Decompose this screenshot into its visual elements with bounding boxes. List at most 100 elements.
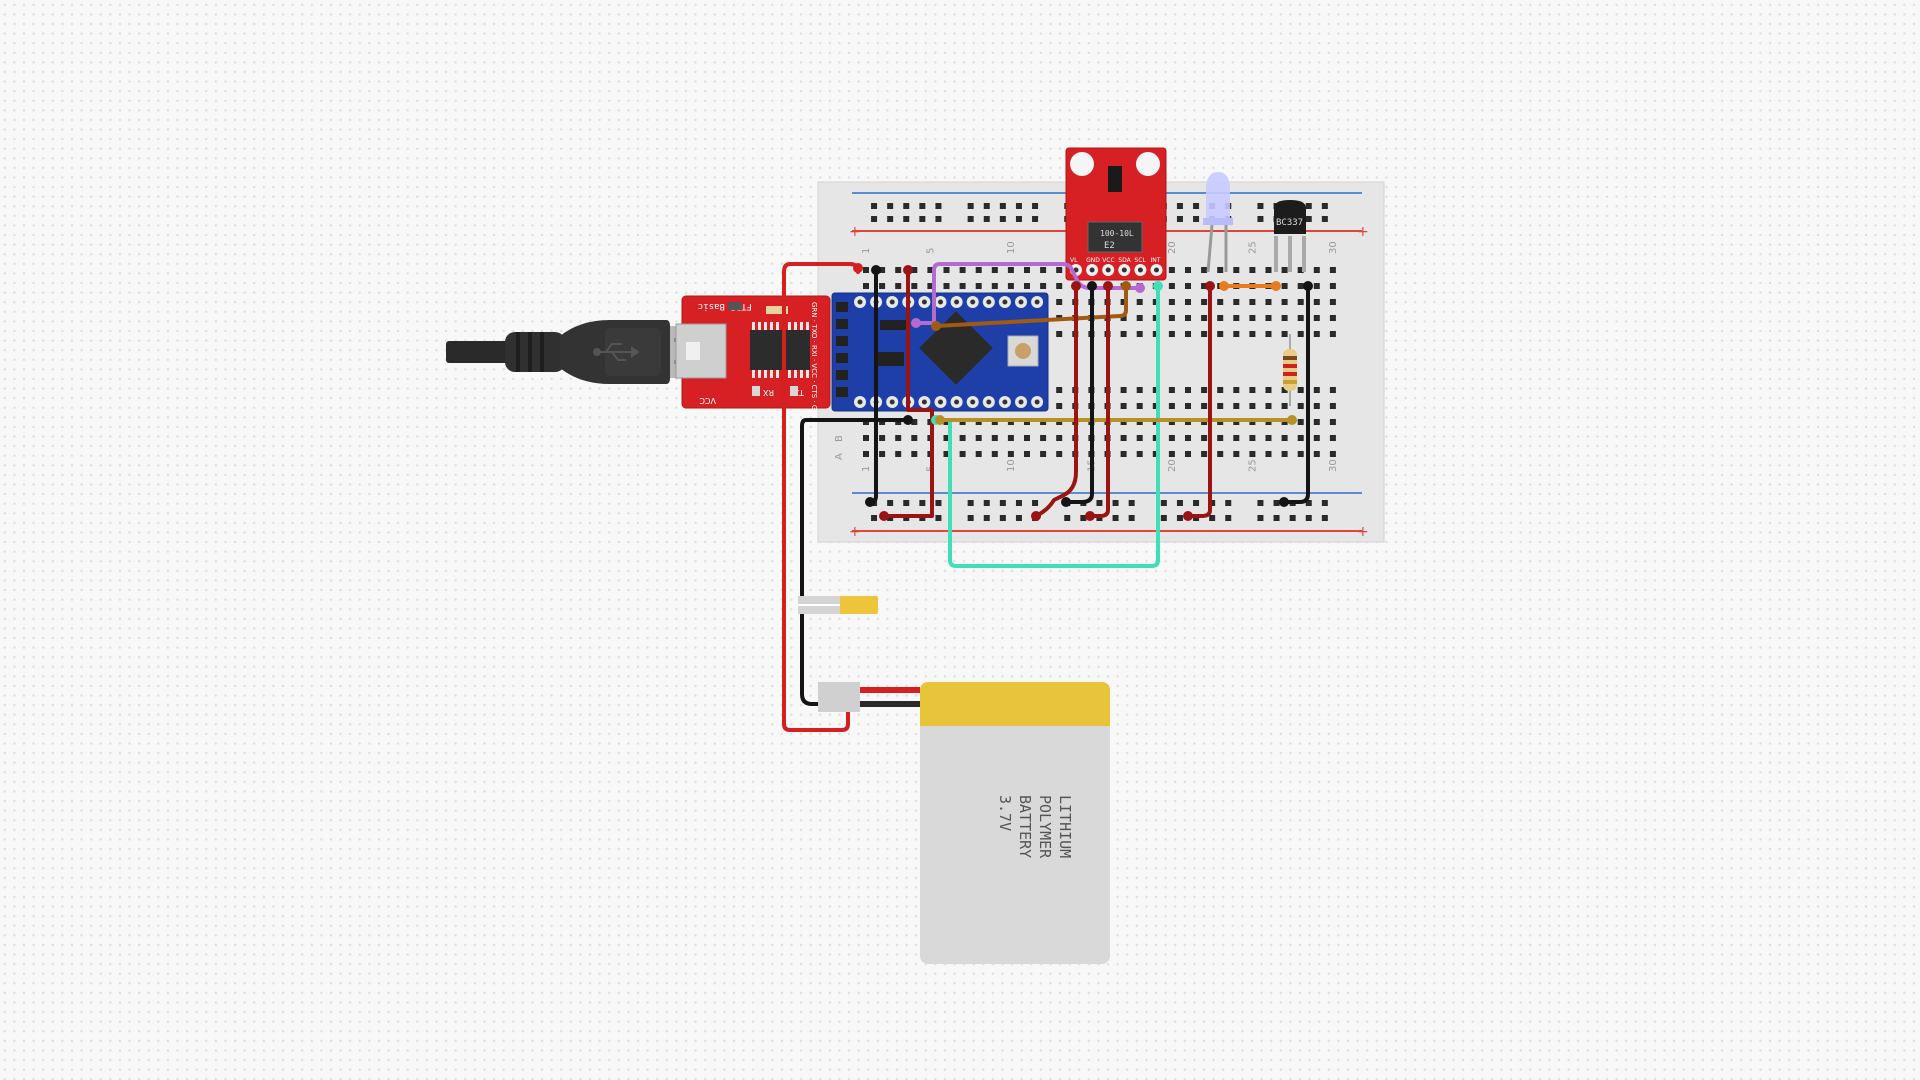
hole: [1329, 451, 1336, 457]
hole: [1233, 267, 1240, 273]
column-number: 1: [861, 248, 872, 254]
hole: [1201, 403, 1208, 409]
hole: [1297, 403, 1304, 409]
resistor[interactable]: [1283, 334, 1297, 406]
hole: [1168, 315, 1175, 321]
hole: [1225, 500, 1232, 506]
chip-pin: [764, 370, 767, 378]
ftdi-label-rx: RX: [762, 388, 774, 397]
hole: [1225, 515, 1232, 521]
wire-endpoint: [879, 511, 889, 521]
rail-plus-label: +: [1357, 224, 1369, 240]
hole: [1329, 267, 1336, 273]
header-pin: [836, 319, 848, 329]
wire-dark-red[interactable]: [1034, 284, 1078, 518]
hole: [1281, 331, 1288, 337]
hole: [1185, 283, 1191, 289]
ftdi-basic-board[interactable]: FTDI Basic VCC RX TX GRN · TXO · RXI · V…: [675, 295, 831, 441]
pin-hole: [857, 299, 863, 305]
hole: [1201, 331, 1208, 337]
sensor-pin-hole: [1154, 267, 1159, 273]
hole: [1329, 403, 1336, 409]
hole: [1329, 283, 1336, 289]
hole: [967, 203, 974, 209]
hole: [1024, 435, 1030, 441]
hole: [1249, 315, 1256, 321]
wire-endpoint: [1205, 281, 1215, 291]
hole: [887, 500, 894, 506]
usb-cable[interactable]: [446, 320, 690, 384]
hole: [1329, 419, 1336, 425]
hole: [1201, 315, 1208, 321]
slide-switch[interactable]: [798, 596, 878, 614]
wire-dark-red[interactable]: [882, 268, 934, 518]
hole: [1112, 500, 1119, 506]
hole: [879, 435, 886, 441]
wire-teal[interactable]: [934, 284, 1160, 568]
hole: [1056, 451, 1063, 457]
wire-endpoint: [1121, 281, 1131, 291]
hole: [1168, 451, 1175, 457]
wire-endpoint: [1279, 497, 1289, 507]
wire-dark-red[interactable]: [1186, 284, 1212, 518]
wire-dark-red[interactable]: [1088, 284, 1110, 518]
wire-endpoint: [903, 265, 913, 275]
row-letter-a: A: [834, 453, 845, 460]
usb-strain-relief: [505, 332, 565, 372]
hole: [1040, 451, 1047, 457]
hole: [1176, 203, 1183, 209]
hole: [1128, 500, 1135, 506]
arduino-pro-mini[interactable]: [831, 292, 1049, 412]
wire-black[interactable]: [1282, 284, 1310, 504]
column-number: 25: [1247, 459, 1258, 472]
hole: [1273, 515, 1280, 521]
hole: [911, 451, 918, 457]
hole: [1281, 451, 1288, 457]
hole: [1217, 331, 1224, 337]
wire-black[interactable]: [800, 418, 910, 706]
wire-endpoint: [1183, 511, 1193, 521]
hole: [863, 283, 869, 289]
wire-endpoint: [911, 318, 921, 328]
hole: [1297, 283, 1304, 289]
hole: [1209, 515, 1216, 521]
hole: [1176, 500, 1183, 506]
hole: [1313, 435, 1320, 441]
hole: [863, 267, 869, 273]
hole: [1265, 315, 1272, 321]
hole: [1305, 515, 1312, 521]
hole: [1233, 403, 1240, 409]
hole: [1168, 387, 1175, 393]
wire-endpoint: [1087, 281, 1097, 291]
pin-hole: [921, 399, 927, 405]
wire-black[interactable]: [1064, 284, 1094, 504]
hole: [1217, 451, 1224, 457]
hole: [1233, 331, 1240, 337]
battery-label-line3: BATTERY: [1016, 795, 1034, 858]
header-pin: [836, 370, 848, 380]
hole: [1168, 435, 1175, 441]
pin-hole: [1002, 399, 1008, 405]
hole: [1265, 331, 1272, 337]
hole: [887, 216, 894, 222]
hole: [1249, 451, 1256, 457]
hole: [1136, 451, 1143, 457]
hole: [1007, 283, 1014, 289]
led[interactable]: [1203, 172, 1233, 273]
wire-endpoint: [1061, 497, 1071, 507]
pin-hole: [954, 399, 960, 405]
wire-brown[interactable]: [934, 284, 1128, 328]
pin-hole: [1034, 399, 1040, 405]
pin-hole: [954, 299, 960, 305]
hole: [943, 283, 950, 289]
wire-purple[interactable]: [914, 262, 1142, 325]
pin-hole: [1002, 299, 1008, 305]
hole: [959, 283, 966, 289]
sensor-pin-label: SDA: [1118, 257, 1131, 264]
hole: [1152, 451, 1159, 457]
transistor-bc337[interactable]: BC337: [1274, 200, 1306, 272]
hole: [1152, 315, 1159, 321]
lipo-battery[interactable]: LITHIUM POLYMER BATTERY 3.7V: [818, 682, 1110, 964]
battery-label-line4: 3.7V: [996, 795, 1014, 831]
